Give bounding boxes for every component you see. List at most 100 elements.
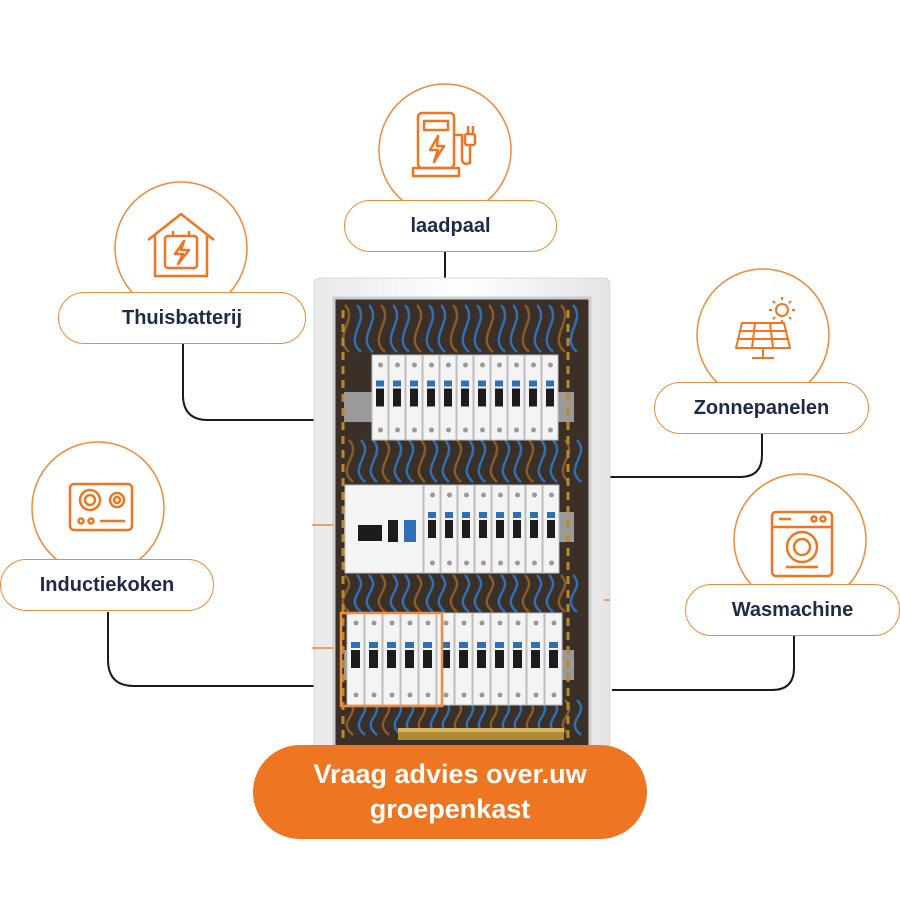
breaker-module bbox=[364, 612, 383, 706]
cable bbox=[485, 304, 495, 353]
cable bbox=[477, 439, 487, 483]
breaker-module bbox=[422, 354, 440, 441]
cable bbox=[521, 574, 531, 613]
rcd-module bbox=[344, 484, 424, 574]
breaker-module bbox=[457, 484, 475, 574]
washing-machine-icon bbox=[770, 510, 834, 578]
breaker-module bbox=[405, 354, 423, 441]
cable bbox=[509, 304, 519, 353]
neutral-busbar bbox=[398, 728, 564, 740]
cable bbox=[569, 574, 579, 613]
cable bbox=[341, 304, 351, 353]
cable bbox=[381, 439, 391, 483]
breaker-module bbox=[474, 484, 492, 574]
breaker-module bbox=[436, 612, 455, 706]
cable bbox=[437, 304, 447, 353]
cable bbox=[429, 439, 439, 483]
breaker-module bbox=[508, 612, 527, 706]
cable bbox=[525, 439, 535, 483]
home-battery-icon bbox=[147, 212, 215, 278]
cable bbox=[461, 304, 471, 353]
breaker-rows bbox=[344, 354, 563, 706]
breaker-module bbox=[423, 484, 441, 574]
label-inductiekoken: Inductiekoken bbox=[0, 559, 214, 611]
cable bbox=[389, 304, 399, 353]
cable bbox=[557, 304, 567, 353]
cable bbox=[365, 304, 375, 353]
cable bbox=[377, 304, 387, 353]
cable bbox=[521, 304, 531, 353]
highlight-box bbox=[339, 611, 444, 708]
label-thuisbatterij: Thuisbatterij bbox=[58, 292, 306, 344]
label-zonnepanelen: Zonnepanelen bbox=[654, 382, 869, 434]
breaker-module bbox=[544, 612, 563, 706]
breaker-module bbox=[472, 612, 491, 706]
cable bbox=[573, 699, 583, 736]
cable bbox=[473, 574, 483, 613]
cable bbox=[453, 439, 463, 483]
breaker-module bbox=[371, 354, 389, 441]
cable bbox=[569, 304, 579, 353]
cable bbox=[441, 439, 451, 483]
cable bbox=[353, 574, 363, 613]
breaker-module bbox=[490, 354, 508, 441]
cable bbox=[509, 574, 519, 613]
cable bbox=[437, 574, 447, 613]
breaker-module bbox=[526, 612, 545, 706]
breaker-module bbox=[418, 612, 437, 706]
connector-lines bbox=[107, 252, 795, 691]
breaker-module bbox=[473, 354, 491, 441]
breaker-module bbox=[524, 354, 542, 441]
breaker-module bbox=[508, 484, 526, 574]
cable bbox=[341, 574, 351, 613]
cable bbox=[473, 304, 483, 353]
cable bbox=[413, 304, 423, 353]
breaker-module bbox=[382, 612, 401, 706]
cable bbox=[417, 439, 427, 483]
cable bbox=[353, 304, 363, 353]
cable bbox=[365, 574, 375, 613]
cable bbox=[425, 574, 435, 613]
cable bbox=[573, 439, 583, 483]
cable bbox=[489, 439, 499, 483]
cable bbox=[401, 574, 411, 613]
cable bbox=[461, 574, 471, 613]
breaker-module bbox=[439, 354, 457, 441]
cable bbox=[513, 439, 523, 483]
cable bbox=[401, 304, 411, 353]
cable bbox=[497, 574, 507, 613]
cable bbox=[533, 304, 543, 353]
cable bbox=[497, 304, 507, 353]
orange-ticks bbox=[312, 524, 610, 649]
label-laadpaal: laadpaal bbox=[344, 200, 557, 252]
cable bbox=[501, 439, 511, 483]
breaker-module bbox=[440, 484, 458, 574]
cable bbox=[345, 439, 355, 483]
cable bbox=[393, 439, 403, 483]
breaker-module bbox=[400, 612, 419, 706]
cable bbox=[485, 574, 495, 613]
cable bbox=[545, 574, 555, 613]
solar-panel-icon bbox=[735, 297, 795, 359]
cable bbox=[449, 574, 459, 613]
induction-hob-icon bbox=[68, 482, 134, 532]
breaker-module bbox=[542, 484, 560, 574]
breaker-module bbox=[525, 484, 543, 574]
cable bbox=[357, 439, 367, 483]
cable bbox=[537, 439, 547, 483]
advice-cta-button[interactable]: Vraag advies over.uw groepenkast bbox=[253, 745, 647, 839]
cable bbox=[369, 439, 379, 483]
breaker-module bbox=[456, 354, 474, 441]
cable bbox=[405, 439, 415, 483]
icon-circles bbox=[31, 83, 867, 607]
ev-charger-icon bbox=[411, 111, 477, 178]
cable bbox=[533, 574, 543, 613]
cable bbox=[449, 304, 459, 353]
cable bbox=[377, 574, 387, 613]
cable bbox=[413, 574, 423, 613]
wiring bbox=[341, 304, 583, 738]
breaker-module bbox=[346, 612, 365, 706]
cable bbox=[561, 439, 571, 483]
cta-line-2: groepenkast bbox=[369, 794, 531, 824]
label-wasmachine: Wasmachine bbox=[685, 584, 900, 636]
